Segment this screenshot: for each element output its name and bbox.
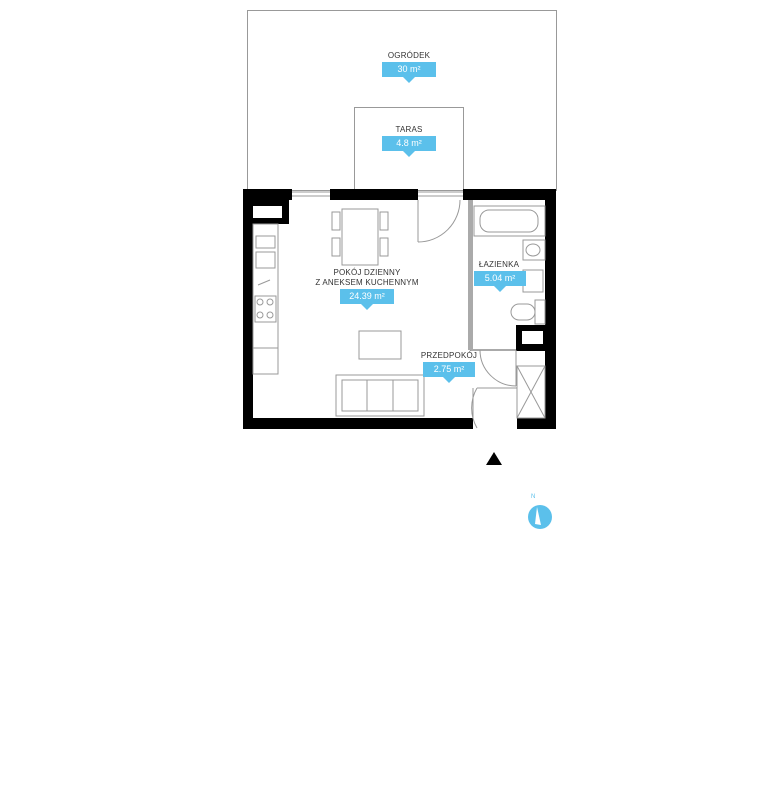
living-room-area-badge: 24.39 m² (340, 289, 394, 310)
compass-north-label: N (531, 494, 536, 500)
garden-name: OGRÓDEK (387, 51, 431, 60)
bathroom-door (479, 349, 517, 387)
column-inner-2 (522, 331, 543, 344)
wardrobe (516, 365, 546, 419)
living-room-name-line2: Z ANEKSEM KUCHENNYM (315, 278, 419, 287)
column-inner-1 (253, 206, 282, 218)
toilet (510, 299, 546, 325)
bathroom-area-badge: 5.04 m² (474, 271, 526, 292)
bathroom-name: ŁAZIENKA (478, 260, 520, 269)
exterior-walls (243, 189, 556, 429)
hall-area-badge: 2.75 m² (423, 362, 475, 383)
partition-wall (468, 200, 473, 350)
hall-name: PRZEDPOKÓJ (420, 351, 478, 360)
kitchen-counter (252, 223, 279, 375)
garden-area-badge: 30 m² (382, 62, 436, 83)
terrace-name: TARAS (395, 125, 423, 134)
compass-icon (528, 505, 552, 529)
washing-machine (522, 269, 544, 293)
terrace-area-badge: 4.8 m² (382, 136, 436, 157)
entrance-door (471, 387, 517, 429)
living-room-name-line1: POKÓJ DZIENNY (333, 268, 401, 277)
entrance-arrow-icon (486, 452, 502, 465)
windows (292, 191, 463, 197)
garden-outline (247, 10, 557, 191)
washbasin (522, 239, 546, 261)
terrace-door (417, 199, 461, 243)
sofa (335, 374, 425, 417)
dining-set (331, 208, 389, 266)
coffee-table (358, 330, 402, 360)
bathtub (473, 205, 546, 237)
